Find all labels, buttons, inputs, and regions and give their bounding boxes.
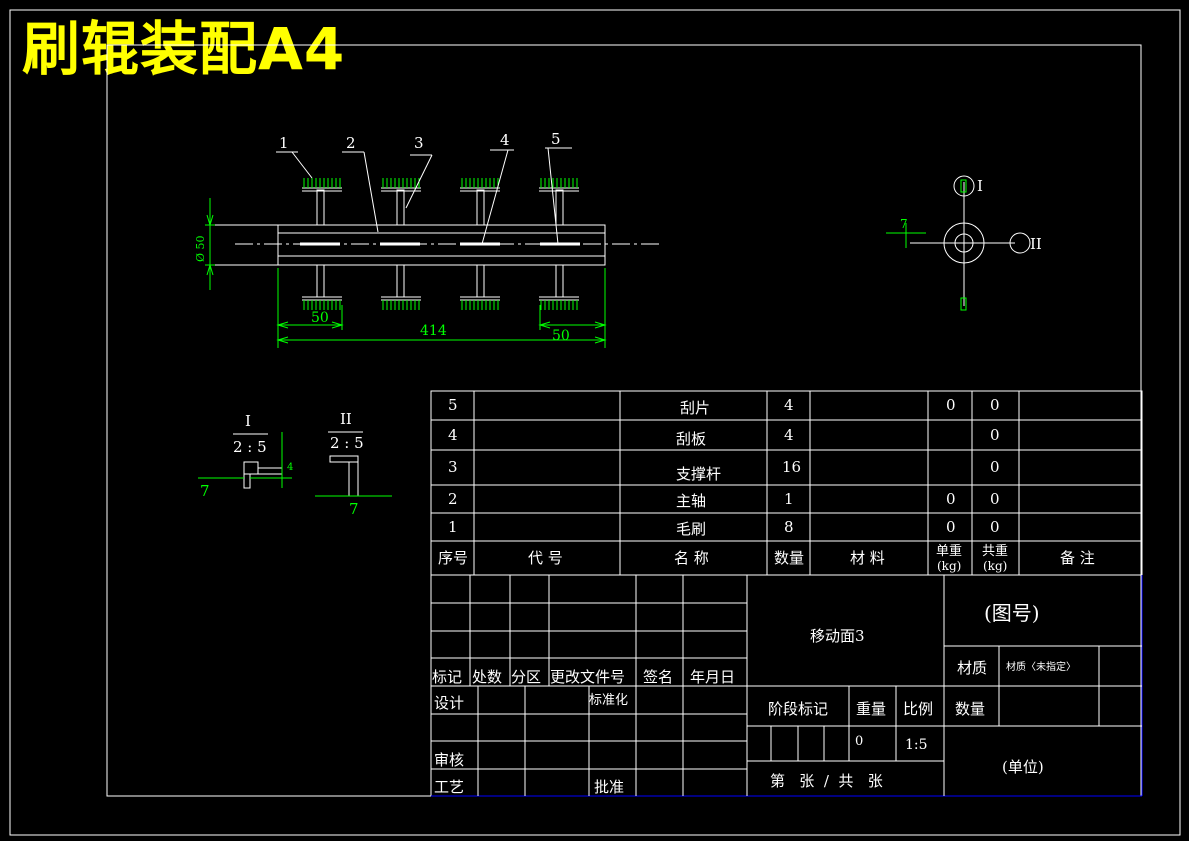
sheet-count: 第 张 / 共 张: [770, 772, 883, 790]
bom-row-1-unit-wt: 0: [946, 518, 956, 536]
detail-1-name: I: [245, 412, 251, 430]
drawing-number: (图号): [984, 601, 1040, 625]
detail-2-width-dim: 7: [349, 500, 359, 518]
right-end-dim: 50: [552, 328, 570, 344]
detail-view-2: II 2 : 5 7: [315, 410, 392, 518]
process-label: 工艺: [434, 778, 464, 796]
bom-row-1-no: 1: [448, 518, 458, 536]
balloon-5: 5: [551, 130, 561, 148]
bom-row-4-total-wt: 0: [990, 426, 1000, 444]
material-value: 材质〈未指定〉: [1006, 660, 1076, 673]
bom-row-3-no: 3: [448, 458, 458, 476]
balloon-1: 1: [279, 134, 289, 152]
part-name: 移动面3: [810, 627, 865, 645]
rev-header-date: 年月日: [690, 668, 735, 686]
scale-value: 1:5: [905, 737, 928, 753]
diameter-dim: Ø 50: [194, 235, 207, 262]
bom-header-no: 序号: [438, 549, 468, 567]
bom-row-4-no: 4: [448, 426, 458, 444]
weight-value: 0: [855, 734, 863, 749]
detail-1-scale: 2 : 5: [233, 438, 267, 456]
title-block: 标记 处数 分区 更改文件号 签名 年月日 设计 标准化 审核 工艺 批准 移动…: [430, 575, 1143, 797]
side-label-2: II: [1030, 235, 1042, 253]
stage-mark-label: 阶段标记: [768, 700, 828, 718]
design-label: 设计: [434, 694, 464, 712]
bom-table: 5 刮片 4 0 0 4 刮板 4 0 3 支撑杆 16 0 2 主轴 1 0 …: [430, 390, 1143, 576]
rev-header-mark: 标记: [432, 668, 462, 686]
bom-header-name: 名 称: [674, 549, 709, 567]
bom-header-code: 代 号: [528, 549, 563, 567]
balloon-4: 4: [500, 131, 510, 149]
bom-row-3-total-wt: 0: [990, 458, 1000, 476]
rev-header-doc: 更改文件号: [550, 668, 625, 686]
bom-row-4-name: 刮板: [676, 430, 706, 448]
detail-1-width-dim: 7: [200, 482, 210, 500]
detail-2-scale: 2 : 5: [330, 434, 364, 452]
bom-row-4-qty: 4: [784, 426, 794, 444]
bom-row-2-name: 主轴: [676, 492, 706, 510]
bom-header-total-wt: 共重: [982, 543, 1008, 559]
bom-row-3-name: 支撑杆: [676, 465, 721, 483]
overall-length-dim: 414: [420, 323, 447, 339]
standardize-label: 标准化: [589, 693, 628, 708]
balloon-3: 3: [414, 134, 424, 152]
bom-header-unit-wt: 单重: [936, 543, 962, 559]
material-label: 材质: [957, 659, 987, 677]
drawing-title: 刷辊装配A4: [22, 15, 346, 83]
upper-supports: [302, 178, 579, 226]
outer-border: [9, 9, 1181, 836]
rev-header-count: 处数: [472, 668, 502, 686]
bom-row-2-no: 2: [448, 490, 458, 508]
side-offset-dim: 7: [900, 217, 908, 231]
company-name: (单位): [1002, 758, 1044, 776]
side-view: I II 7: [886, 175, 1042, 311]
bom-row-1-name: 毛刷: [676, 520, 706, 538]
detail-2-name: II: [340, 410, 352, 428]
weight-label: 重量: [856, 700, 886, 718]
quantity-label: 数量: [955, 700, 985, 718]
balloon-2: 2: [346, 134, 356, 152]
approve-label: 批准: [594, 778, 624, 796]
bom-header-note: 备 注: [1060, 549, 1095, 567]
bom-row-1-total-wt: 0: [990, 518, 1000, 536]
left-end-dim: 50: [311, 310, 329, 326]
bom-row-5-no: 5: [448, 396, 458, 414]
bom-row-2-qty: 1: [784, 490, 794, 508]
detail-view-1: I 2 : 5 7 4: [198, 412, 293, 500]
bom-row-5-total-wt: 0: [990, 396, 1000, 414]
side-label-1: I: [977, 177, 983, 195]
bom-row-5-qty: 4: [784, 396, 794, 414]
bom-header-material: 材 料: [850, 549, 885, 567]
bom-row-5-name: 刮片: [680, 399, 710, 417]
balloon-leaders: [276, 147, 572, 245]
bom-row-2-total-wt: 0: [990, 490, 1000, 508]
rev-header-zone: 分区: [511, 668, 541, 686]
bom-header-total-kg: (kg): [983, 559, 1007, 573]
lower-supports: [302, 264, 579, 310]
bom-header-unit-kg: (kg): [937, 559, 961, 573]
bom-header-qty: 数量: [774, 549, 804, 567]
rev-header-sign: 签名: [643, 668, 673, 686]
review-label: 审核: [434, 751, 464, 769]
detail-1-height-dim: 4: [287, 462, 293, 473]
dimension-lines: [205, 198, 607, 348]
front-view: 1 2 3 4 5 Ø 50 414 50 50: [194, 130, 660, 348]
bom-row-5-unit-wt: 0: [946, 396, 956, 414]
bom-row-3-qty: 16: [782, 458, 801, 476]
scale-label: 比例: [903, 700, 933, 718]
bom-row-1-qty: 8: [784, 518, 794, 536]
bom-row-2-unit-wt: 0: [946, 490, 956, 508]
